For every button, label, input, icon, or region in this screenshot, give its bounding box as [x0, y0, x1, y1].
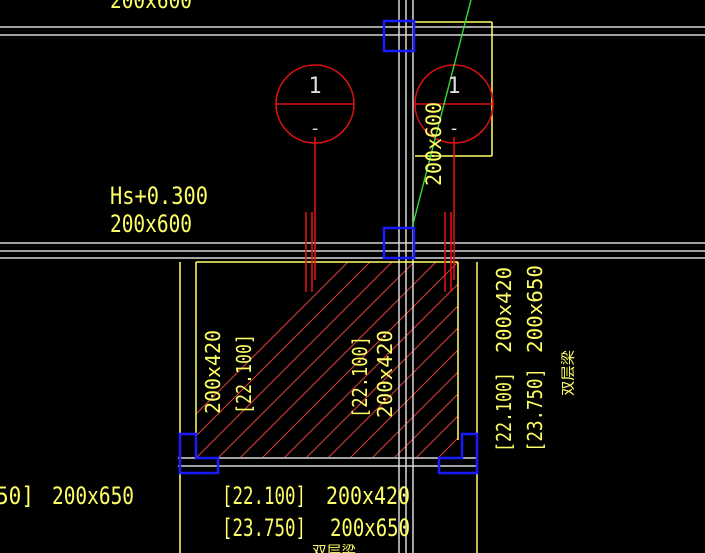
hatch-line	[284, 283, 458, 457]
label-bottom-size-b: 200x650	[330, 514, 410, 542]
label-bottom-left-size: 200x650	[52, 482, 134, 510]
label-left-vert-elev: [22.100]	[232, 334, 256, 414]
label-beam-vertical: 200x600	[422, 102, 446, 186]
hatch-line	[306, 305, 458, 457]
label-bottom-elev-b: [23.750]	[222, 514, 306, 542]
label-bubble-left-top: 1	[308, 74, 321, 99]
label-right-note: 双层梁	[561, 350, 577, 396]
hatch-line	[678, 260, 705, 460]
label-right-size-a: 200x420	[492, 267, 516, 353]
label-right-size-b: 200x650	[523, 265, 547, 353]
vertical-beam-lines	[398, 0, 414, 553]
label-bottom-size-a: 200x420	[326, 482, 410, 510]
hatch-line	[262, 262, 458, 457]
column-mid[interactable]	[382, 226, 416, 260]
label-bottom-elev-a: [22.100]	[222, 482, 306, 510]
wall-lines	[179, 21, 493, 553]
label-top-cut: 200x600	[110, 0, 192, 14]
beam-lines	[0, 26, 705, 467]
slab-hatch	[196, 260, 705, 460]
hatch-line	[612, 260, 705, 460]
hatch-line	[634, 260, 705, 460]
section-line	[411, 0, 472, 229]
hatch-line	[416, 415, 458, 457]
label-left-vert-size: 200x420	[201, 330, 225, 414]
hatch-line	[196, 262, 349, 415]
hatch-line	[568, 260, 705, 460]
label-bubble-right-top: 1	[447, 74, 460, 99]
column-bottom-left[interactable]	[178, 432, 220, 475]
label-bottom-note: 双层梁	[312, 544, 356, 553]
hatch-line	[196, 262, 371, 437]
hatch-line	[524, 260, 705, 460]
hatch-line	[240, 262, 437, 457]
hatch-line	[218, 262, 415, 457]
hatch-line	[458, 260, 658, 460]
hatch-line	[372, 371, 458, 457]
hatch-line	[196, 262, 393, 457]
label-right-elev-a: [22.100]	[492, 372, 516, 452]
hatch-line	[394, 393, 458, 457]
label-mid-vert-elev: [22.100]	[348, 336, 372, 418]
label-right-elev-b: [23.750]	[523, 368, 547, 452]
column-top[interactable]	[382, 19, 416, 53]
label-beam-size-left: 200x600	[110, 210, 192, 238]
hatch-line	[590, 260, 705, 460]
label-mid-vert-size: 200x420	[373, 330, 397, 418]
label-elevation: Hs+0.300	[110, 182, 208, 210]
hatch-line	[350, 349, 458, 457]
hatch-line	[328, 327, 458, 457]
axis-bubble-left[interactable]	[275, 64, 355, 144]
hatch-line	[656, 260, 705, 460]
axis-lines	[305, 137, 455, 292]
hatch-line	[700, 260, 705, 460]
label-bubble-left-bottom: -	[310, 118, 321, 139]
column-bottom-right[interactable]	[437, 432, 479, 475]
label-bottom-left-partial: 50]	[0, 482, 34, 510]
label-bubble-right-bottom: -	[449, 118, 460, 139]
